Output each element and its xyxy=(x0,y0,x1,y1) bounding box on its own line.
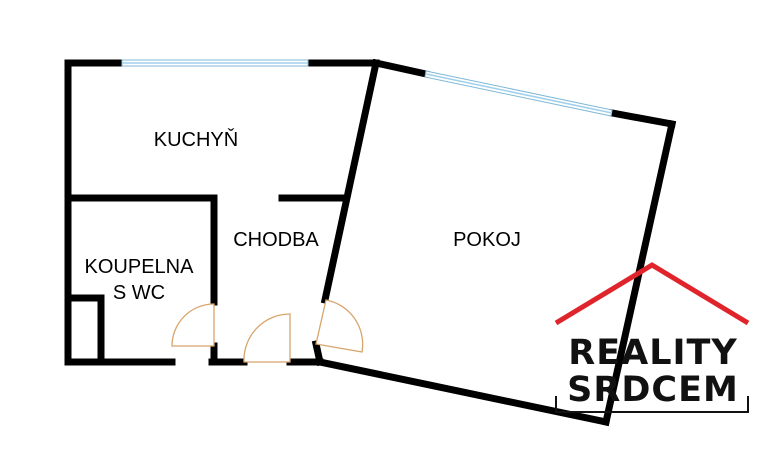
wall-room-top-left xyxy=(371,58,431,79)
window-kitchen xyxy=(121,59,309,67)
walls-room-block xyxy=(311,58,677,427)
label-bathroom-line2: S WC xyxy=(113,282,165,304)
window-room xyxy=(424,70,613,117)
label-kitchen: KUCHYŇ xyxy=(154,128,238,151)
logo-line1: REALITY xyxy=(568,333,738,373)
logo-bracket xyxy=(555,396,749,413)
logo: REALITY SRDCEM xyxy=(554,262,750,413)
label-room: POKOJ xyxy=(453,229,521,251)
door-swings xyxy=(171,299,364,363)
wall-room-top-right xyxy=(607,108,677,129)
logo-line2: SRDCEM xyxy=(567,370,739,410)
door-entrance xyxy=(243,313,291,363)
door-room xyxy=(315,299,364,353)
wall-room-left-upper xyxy=(320,58,381,305)
door-bathroom xyxy=(171,303,215,347)
label-bathroom-line1: KOUPELNA xyxy=(85,256,195,278)
wall-room-left-lower xyxy=(311,339,325,367)
label-hallway: CHODBA xyxy=(233,229,319,251)
walls-left-block xyxy=(64,59,380,366)
logo-roof xyxy=(554,262,750,326)
